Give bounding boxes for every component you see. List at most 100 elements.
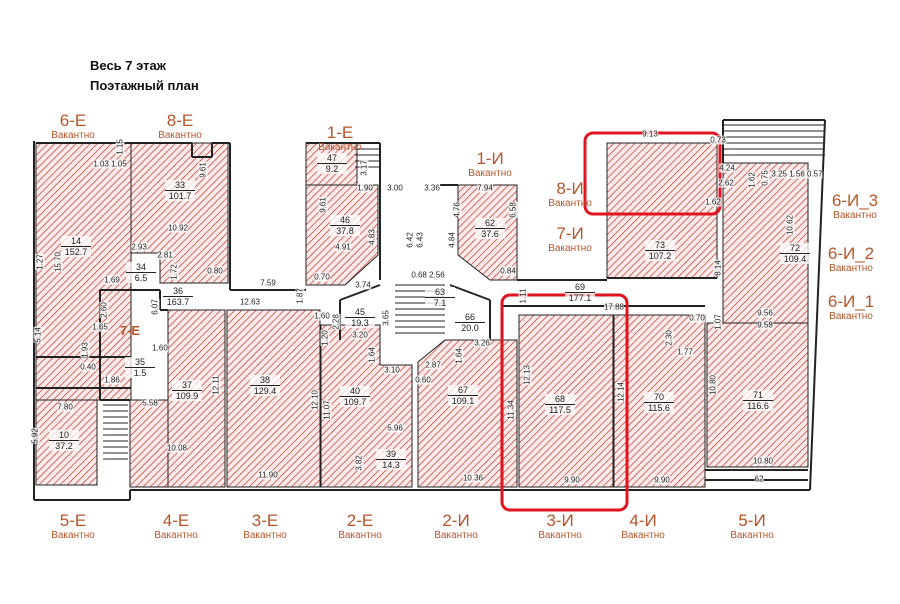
- dimension-label: 4.76: [452, 202, 462, 218]
- unit-status: Вакантно: [434, 530, 478, 541]
- unit-status: Вакантно: [730, 530, 774, 541]
- dimension-label: 3.17: [359, 160, 369, 176]
- room-number: 68: [545, 394, 575, 405]
- dimension-label: 10.08: [166, 443, 188, 453]
- unit-name: 1-И: [476, 149, 504, 168]
- unit-status: Вакантно: [548, 198, 592, 209]
- dimension-label: 2.62: [718, 178, 734, 188]
- dimension-label: 1.07: [713, 314, 723, 330]
- dimension-label: 12.14: [616, 381, 626, 403]
- dimension-label: 12.11: [211, 375, 221, 395]
- dimension-label: 5.14: [33, 327, 43, 343]
- room-area: 14.3: [382, 460, 400, 470]
- dimension-label: 1.11: [518, 288, 528, 304]
- page-subtitle: Поэтажный план: [90, 78, 199, 93]
- dimension-label: 1.62: [705, 197, 721, 207]
- dimension-label: 9.56: [757, 308, 773, 318]
- unit-status: Вакантно: [829, 311, 873, 322]
- dimension-label: 7.59: [260, 278, 276, 288]
- unit-name: 5-Е: [59, 511, 87, 530]
- hatched-room-area[interactable]: [129, 399, 169, 488]
- dimension-label: 0.70: [689, 313, 705, 323]
- unit-name: 2-Е: [346, 511, 374, 530]
- dimension-label: 2.60: [99, 302, 109, 318]
- dimension-label: 2.87: [425, 360, 441, 370]
- dimension-label: 17.88: [603, 302, 625, 312]
- dimension-label: 2.28: [331, 314, 341, 330]
- dimension-label: 7.94: [477, 183, 493, 193]
- dimension-label: 1.90: [357, 183, 373, 193]
- dimension-label: 0.80: [207, 266, 223, 276]
- dimension-label: 3.82: [354, 455, 364, 471]
- dimension-label: 62: [754, 474, 764, 484]
- room-area: 117.5: [549, 405, 571, 415]
- room-area: 20.0: [461, 323, 479, 333]
- dimension-label: 1.62: [747, 172, 757, 188]
- dimension-label: 5.58: [142, 398, 158, 408]
- hatched-room-area[interactable]: [417, 339, 518, 488]
- dimension-label: 6.58: [508, 202, 518, 218]
- unit-name: 8-И: [556, 179, 584, 198]
- unit-label[interactable]: 7-Е: [90, 322, 170, 340]
- hatched-room-area[interactable]: [35, 142, 132, 401]
- unit-status: Вакантно: [621, 530, 665, 541]
- dimension-label: 0.73: [710, 135, 726, 145]
- dimension-label: 5.92: [30, 428, 40, 444]
- dimension-label: 12.13: [522, 364, 532, 386]
- dimension-label: 3.74: [355, 280, 371, 290]
- room-area: 116.6: [747, 401, 769, 411]
- unit-status: Вакантно: [158, 130, 202, 141]
- dimension-label: 11.07: [322, 400, 332, 420]
- room-area: 37.8: [336, 226, 354, 236]
- dimension-label: 3.65: [381, 310, 391, 326]
- unit-status: Вакантно: [538, 530, 582, 541]
- dimension-label: 0.40: [80, 362, 96, 372]
- unit-status: Вакантно: [154, 530, 198, 541]
- room-area: 37.2: [55, 441, 73, 451]
- room-area: 109.7: [343, 397, 367, 407]
- dimension-label: 1.20: [320, 330, 330, 346]
- unit-status: Вакантно: [829, 263, 873, 274]
- unit-name: 3-И: [546, 511, 574, 530]
- room-number: 70: [644, 392, 674, 403]
- dimension-label: 1.03 1.05: [93, 159, 127, 169]
- dimension-label: 0.68 2.56: [411, 270, 445, 280]
- dimension-label: 1.65: [92, 322, 108, 332]
- room-number: 10: [49, 430, 79, 441]
- dimension-label: 4.91: [335, 242, 351, 252]
- room-number: 67: [448, 385, 478, 396]
- wall-line: [809, 119, 826, 491]
- dimension-label: 9.90: [654, 475, 670, 485]
- unit-name: 6-И_2: [827, 244, 875, 263]
- hatched-room-area[interactable]: [226, 309, 321, 488]
- room-number: 40: [340, 386, 370, 397]
- unit-status: Вакантно: [51, 130, 95, 141]
- wall-line: [449, 284, 491, 301]
- page-title: Весь 7 этаж: [90, 58, 166, 73]
